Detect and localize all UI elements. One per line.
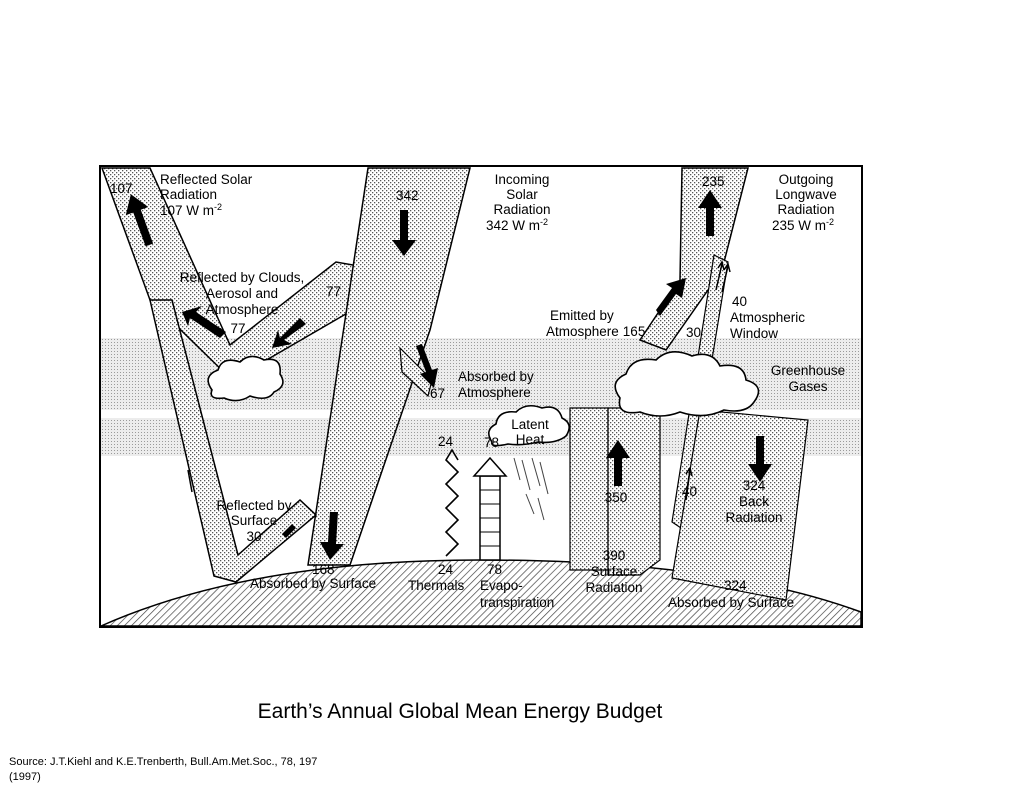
reflected-surface-value: 30 xyxy=(246,529,261,544)
atmospheric-window-1: Atmospheric xyxy=(730,310,805,325)
cloud-left xyxy=(207,355,284,402)
incoming-solar-title-4: 342 W m xyxy=(486,218,540,233)
rain-lines xyxy=(513,457,549,521)
absorbed-atmosphere-2: Atmosphere xyxy=(458,385,531,400)
cloud-right xyxy=(614,351,760,417)
arrow-down-324 xyxy=(748,436,772,482)
reflected-clouds-2: Aerosol and xyxy=(206,286,278,301)
value-342: 342 xyxy=(396,188,419,203)
surface-radiation-column xyxy=(569,407,609,571)
absorbed-atmosphere-value: 67 xyxy=(430,386,445,401)
svg-text:235 W m-2: 235 W m-2 xyxy=(772,217,834,233)
absorbed-surface-back-label: Absorbed by Surface xyxy=(668,595,794,610)
greenhouse-2: Gases xyxy=(788,379,827,394)
incoming-solar-unit-exp: -2 xyxy=(540,217,548,227)
incoming-solar-title-2: Solar xyxy=(506,187,538,202)
arrow-down-67 xyxy=(416,344,438,388)
thermals-label: Thermals xyxy=(408,578,465,593)
outgoing-longwave-title-4: 235 W m xyxy=(772,218,826,233)
outgoing-longwave-unit-exp: -2 xyxy=(826,217,834,227)
reflected-surface-2: Surface xyxy=(231,513,278,528)
thermals-value-top: 24 xyxy=(438,434,454,449)
emitted-atmosphere-1: Emitted by xyxy=(550,308,614,323)
reflected-solar-title-3: 107 W m xyxy=(160,203,214,218)
reflected-clouds-value-right: 77 xyxy=(326,284,341,299)
svg-text:342 W m-2: 342 W m-2 xyxy=(486,217,548,233)
incoming-solar-title-1: Incoming xyxy=(495,172,550,187)
atmospheric-window-value: 40 xyxy=(732,294,747,309)
incoming-solar-beam xyxy=(307,167,471,566)
incoming-solar-title-3: Radiation xyxy=(493,202,550,217)
absorbed-atmosphere-beam xyxy=(399,346,433,398)
emitted-atmosphere-30: 30 xyxy=(686,325,701,340)
outgoing-longwave-title-2: Longwave xyxy=(775,187,837,202)
reflected-solar-unit-exp: -2 xyxy=(214,202,222,212)
latent-heat-2: Heat xyxy=(516,432,545,447)
emitted-atmosphere-value: 165 xyxy=(623,324,646,339)
value-107: 107 xyxy=(110,181,133,196)
absorbed-atmosphere-1: Absorbed by xyxy=(458,369,534,384)
value-235: 235 xyxy=(702,174,725,189)
atmospheric-window-2: Window xyxy=(730,326,778,341)
reflected-surface-beam xyxy=(149,299,318,583)
evapotranspiration-value: 78 xyxy=(487,562,502,577)
back-radiation-value: 324 xyxy=(743,478,766,493)
arrow-up-235 xyxy=(698,190,722,236)
evapotranspiration-arrow xyxy=(472,456,508,561)
absorbed-surface-back-value: 324 xyxy=(724,578,747,593)
labels: 107 Reflected Solar Radiation 107 W m-2 … xyxy=(110,172,845,610)
reflected-clouds-1: Reflected by Clouds, xyxy=(180,270,305,285)
arrow-up-165 xyxy=(656,278,686,316)
absorbed-surface-solar-label: Absorbed by Surface xyxy=(250,576,376,591)
arrow-up-350 xyxy=(606,440,630,486)
reflected-surface-1: Reflected by xyxy=(216,498,291,513)
arrow-right-77 xyxy=(272,318,306,348)
back-radiation-beam xyxy=(671,409,809,601)
arrow-down-168 xyxy=(320,512,344,560)
evapotranspiration-2: transpiration xyxy=(480,595,554,610)
thermals-arrow xyxy=(444,448,460,557)
absorbed-surface-solar-value: 168 xyxy=(312,562,335,577)
outgoing-longwave-title-3: Radiation xyxy=(777,202,834,217)
thin-arrows xyxy=(187,260,731,501)
arrow-up-107 xyxy=(125,194,154,247)
reflected-solar-title-2: Radiation xyxy=(160,187,217,202)
back-radiation-2: Radiation xyxy=(725,510,782,525)
reflected-clouds-value: 77 xyxy=(230,321,245,336)
arrow-left-77 xyxy=(182,306,226,338)
cloud-center xyxy=(488,404,570,447)
flow-arrows xyxy=(125,190,772,560)
back-radiation-1: Back xyxy=(739,494,769,509)
surface-radiation-arrow-value: 350 xyxy=(605,490,628,505)
latent-heat-1: Latent xyxy=(511,417,549,432)
greenhouse-1: Greenhouse xyxy=(771,363,845,378)
latent-heat-value: 78 xyxy=(484,435,499,450)
arrow-down-342 xyxy=(392,210,416,256)
reflected-solar-title-1: Reflected Solar xyxy=(160,172,253,187)
outgoing-longwave-title-1: Outgoing xyxy=(779,172,834,187)
evapotranspiration-1: Evapo- xyxy=(480,578,523,593)
surface-radiation-1: Surface xyxy=(591,564,638,579)
atmospheric-window-value-lower: 40 xyxy=(682,484,697,499)
surface-radiation-2: Radiation xyxy=(585,580,642,595)
thermals-value-bottom: 24 xyxy=(438,562,454,577)
emitted-atmosphere-2: Atmosphere xyxy=(546,324,619,339)
figure-caption: Earth’s Annual Global Mean Energy Budget xyxy=(257,700,663,723)
source-citation: Source: J.T.Kiehl and K.E.Trenberth, Bul… xyxy=(9,756,318,783)
reflected-clouds-3: Atmosphere xyxy=(206,302,279,317)
arrow-small-30 xyxy=(282,524,296,538)
svg-text:107 W m-2: 107 W m-2 xyxy=(160,202,222,218)
surface-radiation-value: 390 xyxy=(603,548,626,563)
